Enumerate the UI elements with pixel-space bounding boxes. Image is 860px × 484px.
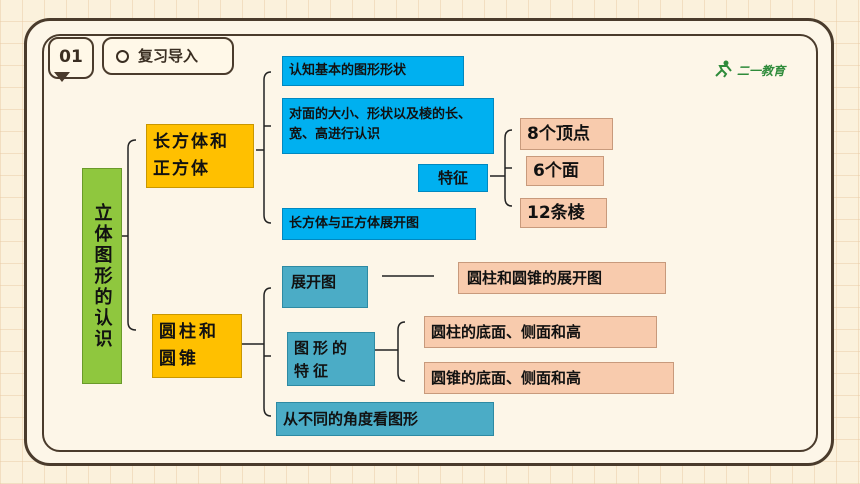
cylinder-views-label: 从不同的角度看图形 (283, 410, 419, 428)
cylinder-views-node: 从不同的角度看图形 (276, 402, 494, 436)
cylinder-net-label: 展开图 (291, 273, 337, 291)
cuboid-item-label: 对面的大小、形状以及棱的长、宽、高进行认识 (289, 107, 472, 142)
cylinder-feature-cone: 圆锥的底面、侧面和高 (424, 362, 674, 394)
feature-label: 6个面 (533, 161, 579, 181)
cuboid-feature-node: 特征 (418, 164, 488, 192)
cuboid-item-faces: 对面的大小、形状以及棱的长、宽、高进行认识 (282, 98, 494, 154)
feature-vertices: 8个顶点 (520, 118, 613, 150)
feature-edges: 12条棱 (520, 198, 607, 228)
root-node: 立体图形的认识 (82, 168, 122, 384)
badge-tail (54, 72, 70, 82)
brand-logo-text: 二一教育 (737, 64, 786, 78)
circle-icon (116, 50, 129, 63)
feature-label: 圆柱的底面、侧面和高 (431, 323, 582, 341)
section-number-badge: 01 (48, 37, 94, 79)
cylinder-net-node: 展开图 (282, 266, 368, 308)
feature-label: 12条棱 (527, 203, 585, 223)
cylinder-feature-cylinder: 圆柱的底面、侧面和高 (424, 316, 657, 348)
section-title-pill: 复习导入 (102, 37, 234, 75)
root-label: 立体图形的认识 (91, 202, 113, 350)
cylinder-branch: 圆柱和圆锥 (152, 314, 242, 378)
feature-faces: 6个面 (526, 156, 604, 186)
section-title: 复习导入 (138, 47, 199, 65)
cuboid-item-nets: 长方体与正方体展开图 (282, 208, 476, 240)
cylinder-label: 圆柱和圆锥 (159, 322, 219, 369)
cuboid-item-label: 长方体与正方体展开图 (289, 216, 420, 231)
cuboid-feature-label: 特征 (437, 169, 468, 187)
cylinder-net-detail: 圆柱和圆锥的展开图 (458, 262, 666, 294)
feature-label: 8个顶点 (527, 124, 590, 144)
cuboid-item-shapes: 认知基本的图形形状 (282, 56, 464, 86)
feature-label: 圆锥的底面、侧面和高 (431, 369, 582, 387)
cylinder-feature-node: 图形的特征 (287, 332, 375, 386)
cuboid-branch: 长方体和正方体 (146, 124, 254, 188)
cuboid-label: 长方体和正方体 (153, 132, 229, 179)
runner-logo-icon (715, 60, 732, 78)
cylinder-net-detail-label: 圆柱和圆锥的展开图 (467, 269, 603, 287)
cylinder-feature-label: 图形的特征 (294, 339, 352, 380)
cuboid-item-label: 认知基本的图形形状 (289, 63, 407, 78)
